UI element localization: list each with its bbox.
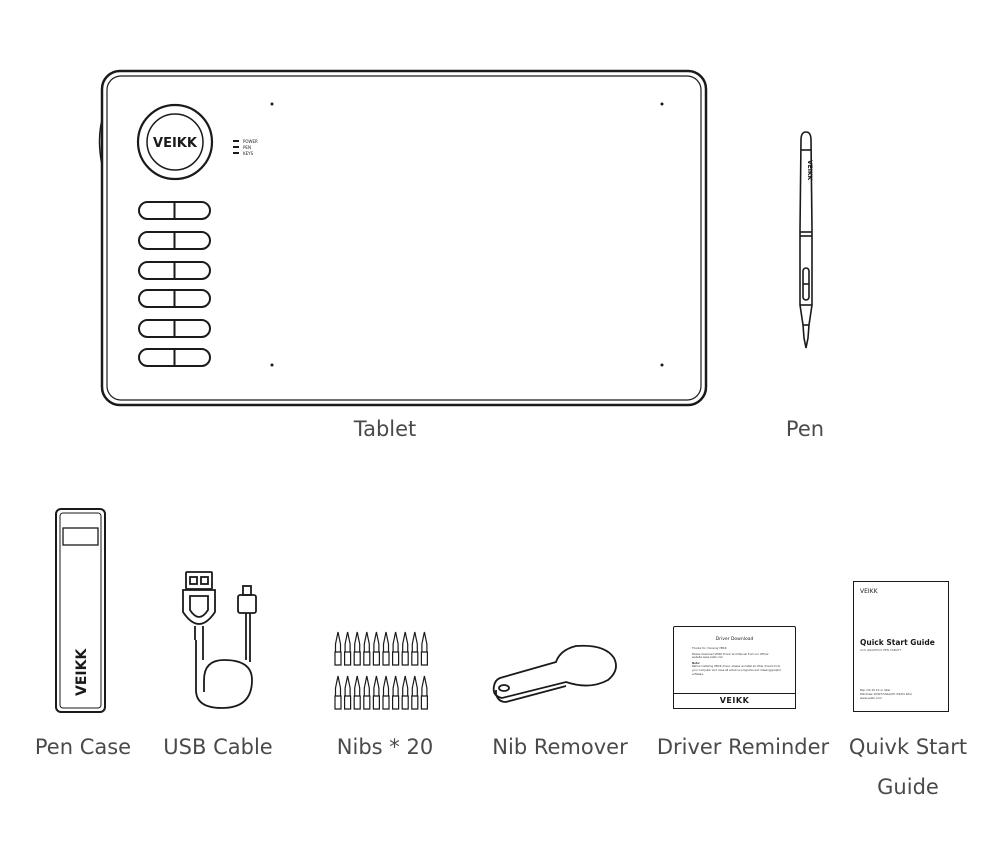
driver-card-note1: Before installing VEIKK driver, please u… [692,665,781,669]
quick-guide-req1: Mac OS 10.10 or later [860,688,891,692]
driver-card-note-label: Note: [692,661,700,665]
nib [382,675,390,710]
pen-case-logo: VEIKK [74,648,90,696]
nib [372,631,380,666]
tablet-logo: VEIKK [153,136,198,151]
nib [363,631,371,666]
nib [401,675,409,710]
nib [401,631,409,666]
driver-reminder-label: Driver Reminder [656,735,830,759]
quick-guide-req3: www.veikk.com [860,696,882,700]
nib [382,631,390,666]
pen-label: Pen [785,417,825,441]
quick-guide-req2: Windows 10/8/7/Vista/XP (32/64 bits) [860,692,912,696]
indicator-keys: KEYS [243,151,254,156]
pen-case-label: Pen Case [34,735,132,759]
driver-reminder-card: Driver Download Thanks for choosing VEIK… [673,626,796,696]
nib [420,631,428,666]
nib [411,631,419,666]
driver-reminder-base: VEIKK [673,693,796,709]
driver-card-note2: your computer and close all antivirus pr… [692,668,782,672]
driver-card-footer-brand: VEIKK [719,696,750,705]
nib [334,631,342,666]
nib [411,675,419,710]
quick-start-label-line1: Quivk Start [848,735,968,759]
driver-card-line2: Please download VEIKK Driver and Manual … [692,652,769,656]
nib [392,675,400,710]
pen-logo: VEIKK [806,160,813,181]
nibs-label: Nibs * 20 [336,735,434,759]
driver-card-title: Driver Download [715,637,754,642]
usb-cable-label: USB Cable [163,735,273,759]
quick-guide-title: Quick Start Guide [860,638,935,647]
nib [420,675,428,710]
quick-guide-subtitle: A15 GRAPHICS PEN TABLET [860,648,902,652]
quick-start-booklet: VEIKK Quick Start Guide A15 GRAPHICS PEN… [853,581,949,712]
nib [392,631,400,666]
quick-start-label-line2: Guide [877,775,939,799]
nib [344,631,352,666]
quick-guide-brand: VEIKK [860,588,878,595]
nib [372,675,380,710]
driver-card-line3: website www.veikk.com [692,656,724,660]
nib [353,675,361,710]
indicator-power: POWER [243,139,258,144]
driver-card-note3: software. [692,672,704,676]
nib [363,675,371,710]
indicator-pen: PEN [243,145,251,150]
nib [344,675,352,710]
driver-card-line1: Thanks for choosing VEIKK [692,647,727,650]
tablet-label: Tablet [353,417,417,441]
nib [353,631,361,666]
nib [334,675,342,710]
nib-remover-label: Nib Remover [492,735,628,759]
